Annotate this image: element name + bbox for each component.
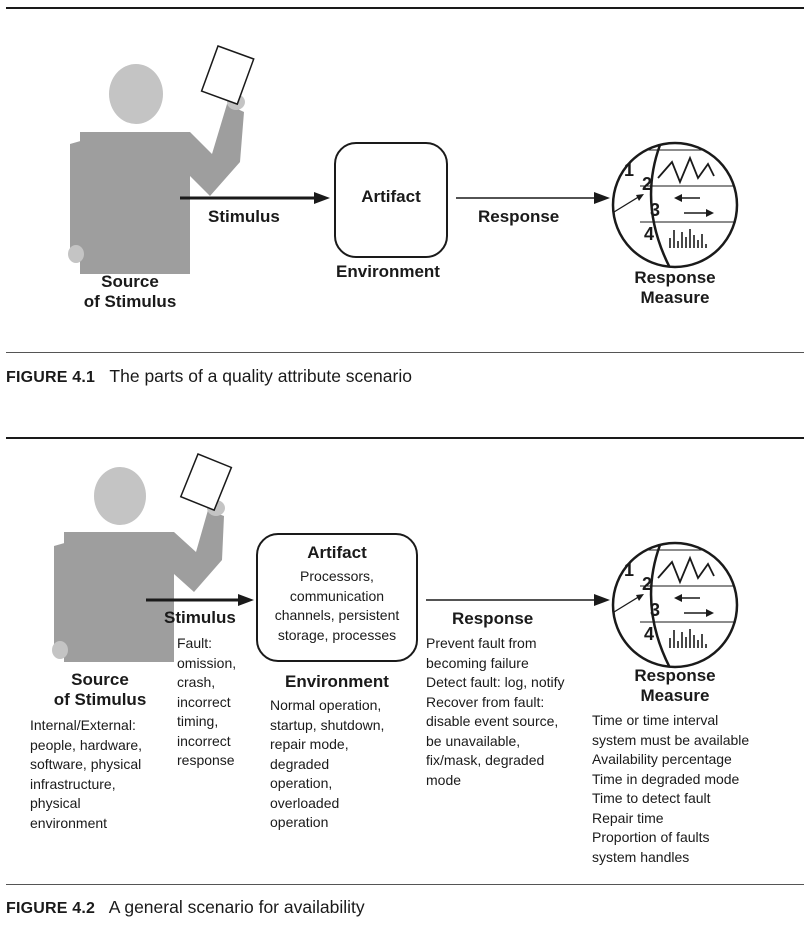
response-measure-label: Response: [634, 666, 716, 685]
dial-number-2: 2: [642, 574, 652, 594]
stimulus-arrow: [146, 594, 254, 606]
dial-number-4: 4: [644, 224, 654, 244]
environment-details: Normal operation, startup, shutdown, rep…: [270, 697, 385, 830]
dial-number-2: 2: [642, 174, 652, 194]
source-label-2: of Stimulus: [83, 292, 177, 311]
source-details: Internal/External: people, hardware, sof…: [30, 717, 143, 831]
figure-title: The parts of a quality attribute scenari…: [109, 366, 412, 386]
response-label: Response: [452, 609, 534, 628]
source-label-2: of Stimulus: [53, 690, 147, 709]
dial-number-1: 1: [624, 160, 634, 180]
response-measure-dial-icon: 1 2 3 4: [611, 141, 739, 269]
response-measure-label: Response: [634, 268, 716, 287]
response-arrow: [426, 594, 610, 606]
artifact-box: [334, 142, 448, 258]
dial-number-3: 3: [650, 600, 660, 620]
dial-number-3: 3: [650, 200, 660, 220]
stimulus-label: Stimulus: [164, 608, 236, 627]
response-details: Prevent fault from becoming failure Dete…: [426, 635, 565, 788]
figure-number: FIGURE 4.1: [6, 369, 96, 386]
artifact-label: Artifact: [361, 187, 421, 206]
artifact-box: [256, 533, 418, 662]
person-icon: [68, 45, 255, 274]
response-measure-details: Time or time interval system must be ava…: [592, 712, 750, 865]
stimulus-details: Fault: omission, crash, incorrect timing…: [177, 635, 237, 768]
top-rule: [6, 7, 804, 9]
caption-rule-2: [6, 884, 804, 885]
response-measure-label-2: Measure: [640, 288, 710, 307]
source-label: Source: [101, 272, 159, 291]
section-rule: [6, 437, 804, 439]
caption-rule-1: [6, 352, 804, 353]
artifact-details: Processors, communication channels, pers…: [274, 568, 400, 643]
person-icon: [52, 453, 233, 662]
artifact-label: Artifact: [307, 543, 367, 562]
environment-label: Environment: [336, 262, 440, 281]
figure-caption-2: FIGURE 4.2 A general scenario for availa…: [6, 897, 365, 918]
stimulus-label: Stimulus: [208, 207, 280, 226]
figure-title: A general scenario for availability: [108, 897, 365, 917]
dial-number-1: 1: [624, 560, 634, 580]
figure-caption-1: FIGURE 4.1 The parts of a quality attrib…: [6, 366, 412, 387]
environment-label: Environment: [285, 672, 389, 691]
response-arrow: [456, 192, 610, 204]
dial-number-4: 4: [644, 624, 654, 644]
figure-number: FIGURE 4.2: [6, 900, 96, 917]
response-measure-dial-icon: 1 2 3 4: [611, 541, 739, 669]
source-label: Source: [71, 670, 129, 689]
response-label: Response: [478, 207, 560, 226]
response-measure-label-2: Measure: [640, 686, 710, 705]
stimulus-arrow: [180, 192, 330, 204]
